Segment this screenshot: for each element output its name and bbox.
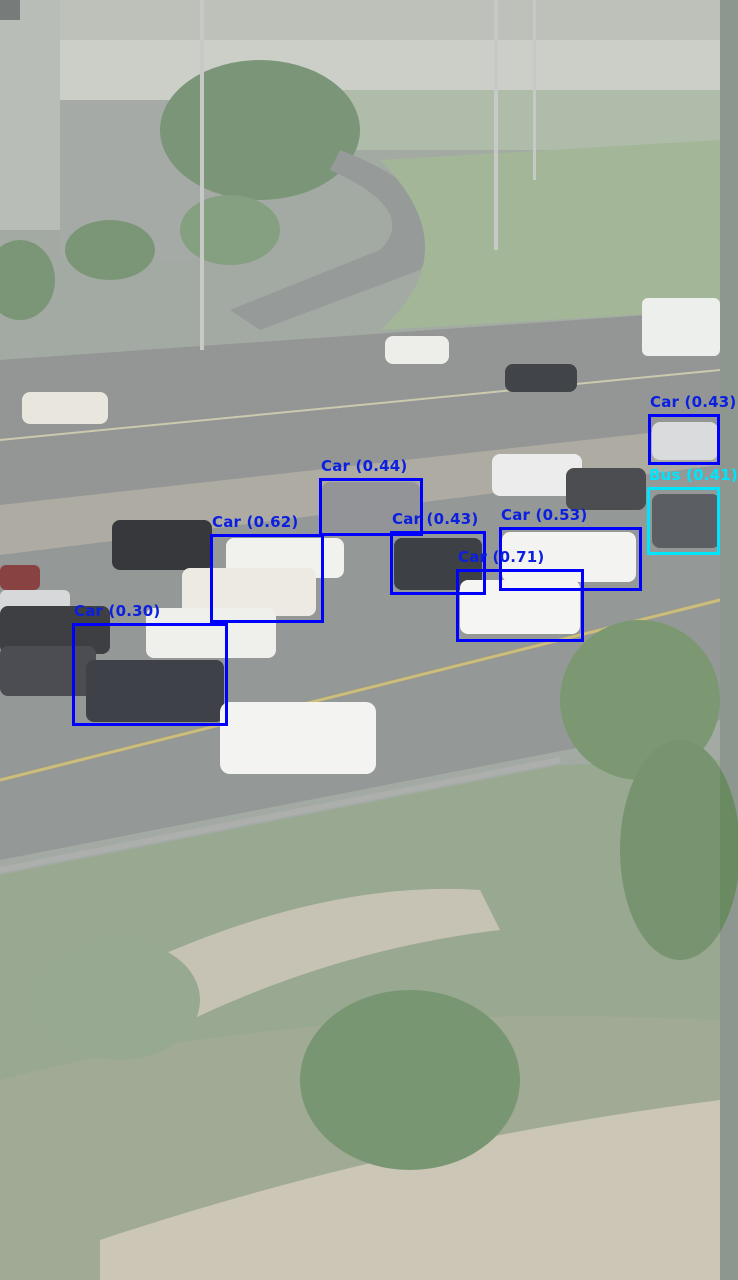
detection-label: Car (0.30) [74,602,161,620]
detection-box-car: Car (0.43) [390,510,486,595]
detection-box-car: Car (0.62) [210,513,324,623]
detection-box-bus: Bus (0.41) [647,466,738,555]
detection-box-car: Car (0.53) [499,506,642,591]
detection-box-car: Car (0.44) [319,457,423,536]
detection-box-car: Car (0.30) [72,602,228,726]
detection-label: Car (0.62) [212,513,299,531]
detection-box-car: Car (0.43) [648,393,736,465]
detection-label: Car (0.43) [392,510,479,528]
detection-label: Car (0.43) [650,393,737,411]
detection-label: Car (0.71) [458,548,545,566]
detection-label: Bus (0.41) [649,466,738,484]
detection-label: Car (0.44) [321,457,408,475]
detection-label: Car (0.53) [501,506,588,524]
detection-box-car: Car (0.71) [456,548,584,642]
